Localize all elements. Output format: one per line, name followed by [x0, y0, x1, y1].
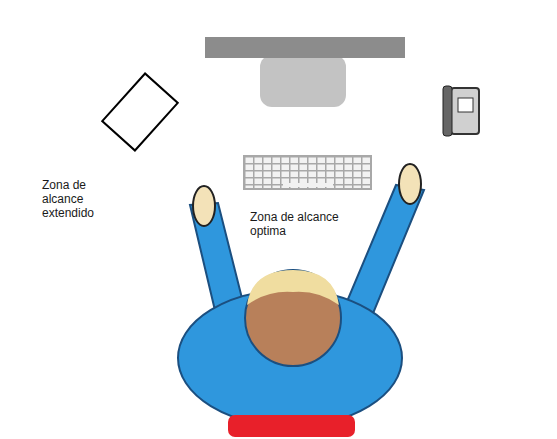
zone-label: Zona de alcance optima [250, 210, 354, 238]
optimal-reach-zone: Zona de alcance optima [163, 108, 435, 255]
keyboard-keys [245, 157, 370, 188]
monitor [205, 37, 405, 58]
left-hand [193, 186, 215, 226]
right-hand [399, 164, 421, 204]
keyboard-spacebar [283, 183, 333, 187]
monitor-stand [260, 55, 346, 107]
zone-label: Zona de alcance extendido [42, 178, 116, 220]
zone-fill [163, 108, 435, 255]
zone-shape [163, 108, 435, 255]
telephone [451, 88, 479, 134]
document-sheet [102, 73, 178, 150]
extended-reach-zone: Zona de alcance extendidoZona de alcance… [12, 33, 549, 255]
desk-outline [11, 12, 557, 255]
telephone-handset [443, 86, 452, 136]
hair [247, 270, 339, 305]
zone-fill [12, 33, 549, 255]
head [245, 270, 341, 366]
chair [228, 415, 355, 437]
keyboard [243, 155, 372, 190]
telephone-keypad [458, 98, 473, 112]
